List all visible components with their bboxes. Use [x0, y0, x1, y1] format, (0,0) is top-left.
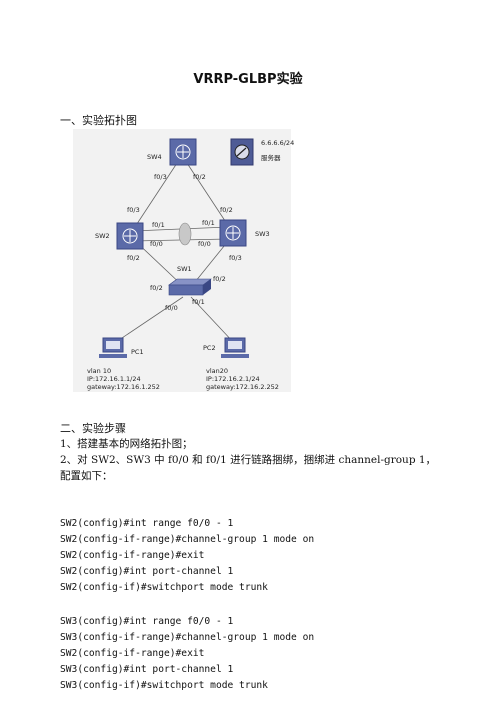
pc2-label: PC2	[203, 344, 216, 352]
server-name-label: 服务器	[261, 154, 281, 162]
sw4-port-right: f0/2	[193, 173, 206, 181]
pc2-ip: IP:172.16.2.1/24	[206, 375, 260, 383]
pc1-icon	[99, 337, 127, 358]
sw3-label: SW3	[255, 230, 270, 238]
topology-svg	[99, 138, 254, 358]
pc2-icon	[221, 337, 249, 358]
topology-diagram: SW4 6.6.6.6/24 服务器 f0/3 f0/2 f0/3 f0/1 f…	[73, 129, 295, 392]
code-line: SW2(config)#int port-channel 1	[60, 566, 234, 577]
pc1-gateway: gateway:172.16.1.252	[87, 383, 160, 391]
section-topology-heading: 一、实验拓扑图	[60, 114, 137, 127]
pc2-vlan: vlan20	[206, 367, 229, 375]
sw3-port-up: f0/2	[220, 206, 233, 214]
code-line: SW3(config-if)#switchport mode trunk	[60, 680, 268, 691]
code-line: SW2(config)#int range f0/0 - 1	[60, 518, 234, 529]
sw3-port-f00: f0/0	[198, 240, 211, 248]
step-1: 1、搭建基本的网络拓扑图；	[60, 438, 193, 450]
link-sw1-pc1	[112, 296, 184, 345]
sw4-port-left: f0/3	[154, 173, 167, 181]
sw2-port-down: f0/2	[127, 254, 140, 262]
code-line: SW2(config-if-range)#channel-group 1 mod…	[60, 534, 315, 545]
section-steps-heading: 二、实验步骤	[60, 422, 126, 435]
server-icon	[230, 138, 254, 166]
sw4-label: SW4	[147, 153, 162, 161]
server-ip-label: 6.6.6.6/24	[261, 139, 295, 147]
sw1-label: SW1	[177, 265, 192, 273]
sw4-switch-icon	[169, 138, 197, 166]
link-sw1-pc2	[190, 296, 236, 345]
pc1-label: PC1	[131, 348, 144, 356]
pc1-info: vlan 10 IP:172.16.1.1/24 gateway:172.16.…	[87, 367, 160, 391]
pc1-ip: IP:172.16.1.1/24	[87, 375, 141, 383]
code-line: SW3(config)#int port-channel 1	[60, 664, 234, 675]
sw2-switch-icon	[116, 222, 144, 250]
sw1-port-f00: f0/0	[165, 304, 178, 312]
code-block-sw2: SW2(config)#int range f0/0 - 1 SW2(config…	[60, 500, 314, 612]
code-line: SW2(config-if-range)#exit	[60, 648, 205, 659]
code-line: SW2(config-if)#switchport mode trunk	[60, 582, 268, 593]
sw3-switch-icon	[219, 219, 247, 247]
sw2-label: SW2	[95, 232, 110, 240]
pc2-gateway: gateway:172.16.2.252	[206, 383, 279, 391]
sw3-port-f01: f0/1	[202, 219, 215, 227]
sw2-port-up: f0/3	[127, 206, 140, 214]
sw1-switch-icon	[168, 278, 212, 296]
sw3-port-down: f0/3	[229, 254, 242, 262]
page-title: VRRP-GLBP实验	[193, 72, 303, 87]
sw2-port-f01: f0/1	[152, 221, 165, 229]
code-line: SW3(config-if-range)#channel-group 1 mod…	[60, 632, 315, 643]
sw2-port-f00: f0/0	[150, 240, 163, 248]
sw1-port-right: f0/2	[213, 275, 226, 283]
etherchannel-ellipse	[178, 222, 192, 246]
pc2-info: vlan20 IP:172.16.2.1/24 gateway:172.16.2…	[206, 367, 279, 391]
code-line: SW3(config)#int range f0/0 - 1	[60, 616, 234, 627]
sw1-port-left: f0/2	[150, 284, 163, 292]
pc1-vlan: vlan 10	[87, 367, 112, 375]
sw1-port-f01: f0/1	[192, 298, 205, 306]
code-line: SW2(config-if-range)#exit	[60, 550, 205, 561]
step-2: 2、对 SW2、SW3 中 f0/0 和 f0/1 进行链路捆绑，捆绑进 cha…	[60, 454, 437, 482]
code-block-sw3: SW3(config)#int range f0/0 - 1 SW3(config…	[60, 598, 314, 710]
